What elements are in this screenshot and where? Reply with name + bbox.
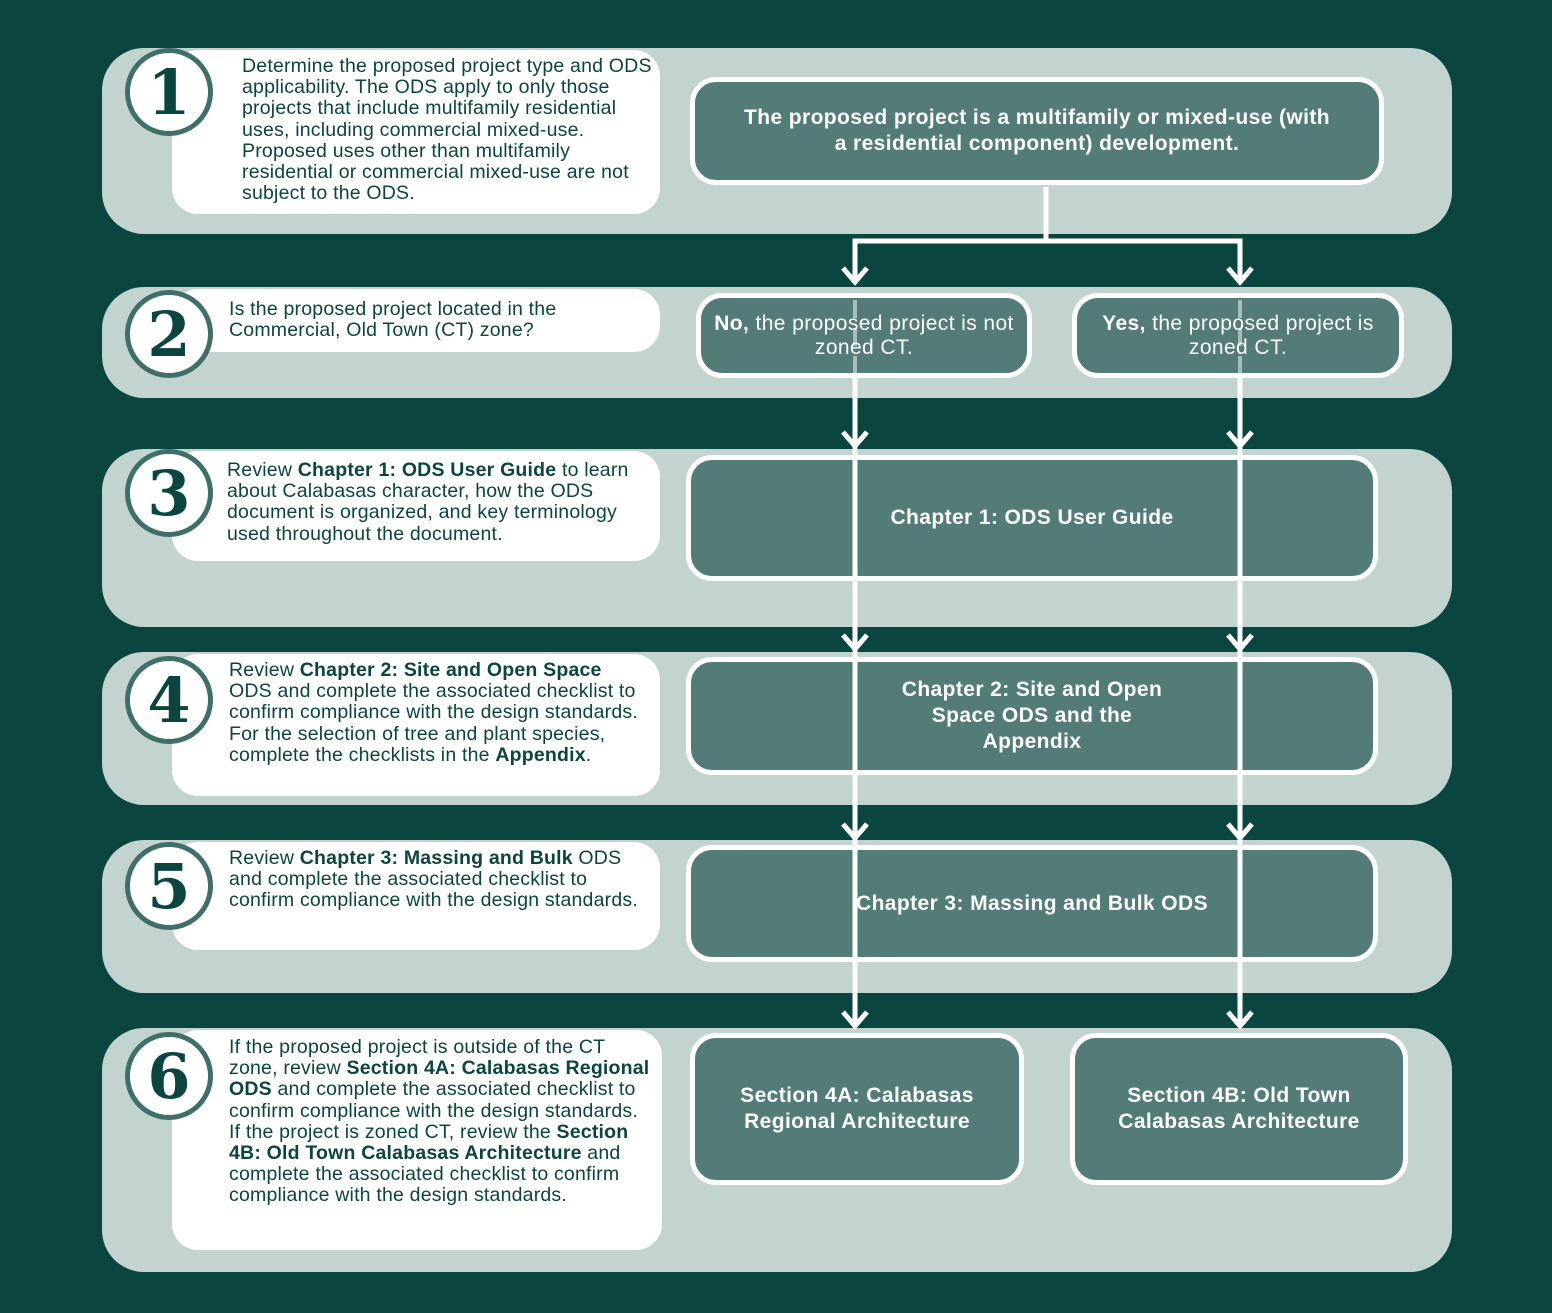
- zoned-ct-box: Yes, the proposed project is zoned CT.: [1072, 293, 1404, 378]
- arrow-head: [841, 822, 869, 842]
- step-2-number: 2: [125, 290, 213, 378]
- step-3-description: Review Chapter 1: ODS User Guide to lear…: [172, 451, 660, 561]
- step-3-number: 3: [125, 449, 213, 537]
- project-type-box: The proposed project is a multifamily or…: [690, 77, 1384, 185]
- chapter-3-box: Chapter 3: Massing and Bulk ODS: [686, 845, 1378, 962]
- step-6-description: If the proposed project is outside of th…: [172, 1030, 662, 1250]
- chapter-1-box: Chapter 1: ODS User Guide: [686, 455, 1378, 581]
- step-5-description: Review Chapter 3: Massing and Bulk ODS a…: [172, 842, 660, 950]
- step-4-number: 4: [125, 656, 213, 744]
- arrow-head: [841, 633, 869, 653]
- arrow-head: [841, 430, 869, 450]
- section-4a-box: Section 4A: Calabasas Regional Architect…: [690, 1033, 1024, 1185]
- step-5-number: 5: [125, 842, 213, 930]
- arrow-head: [841, 266, 869, 286]
- step-4-description: Review Chapter 2: Site and Open Space OD…: [172, 654, 660, 796]
- not-zoned-ct-box: No, the proposed project is not zoned CT…: [696, 293, 1032, 378]
- arrow-head: [1226, 266, 1254, 286]
- arrow-head: [1226, 430, 1254, 450]
- step-1-number: 1: [125, 48, 213, 136]
- chapter-2-box: Chapter 2: Site and Open Space ODS and t…: [686, 657, 1378, 775]
- arrow-head: [1226, 822, 1254, 842]
- arrow-head: [841, 1010, 869, 1030]
- step-2-description: Is the proposed project located in the C…: [172, 289, 660, 352]
- step-6-number: 6: [125, 1032, 213, 1120]
- arrow-head: [1226, 1010, 1254, 1030]
- arrow-head: [1226, 633, 1254, 653]
- step-1-description: Determine the proposed project type and …: [172, 50, 660, 214]
- section-4b-box: Section 4B: Old Town Calabasas Architect…: [1070, 1033, 1408, 1185]
